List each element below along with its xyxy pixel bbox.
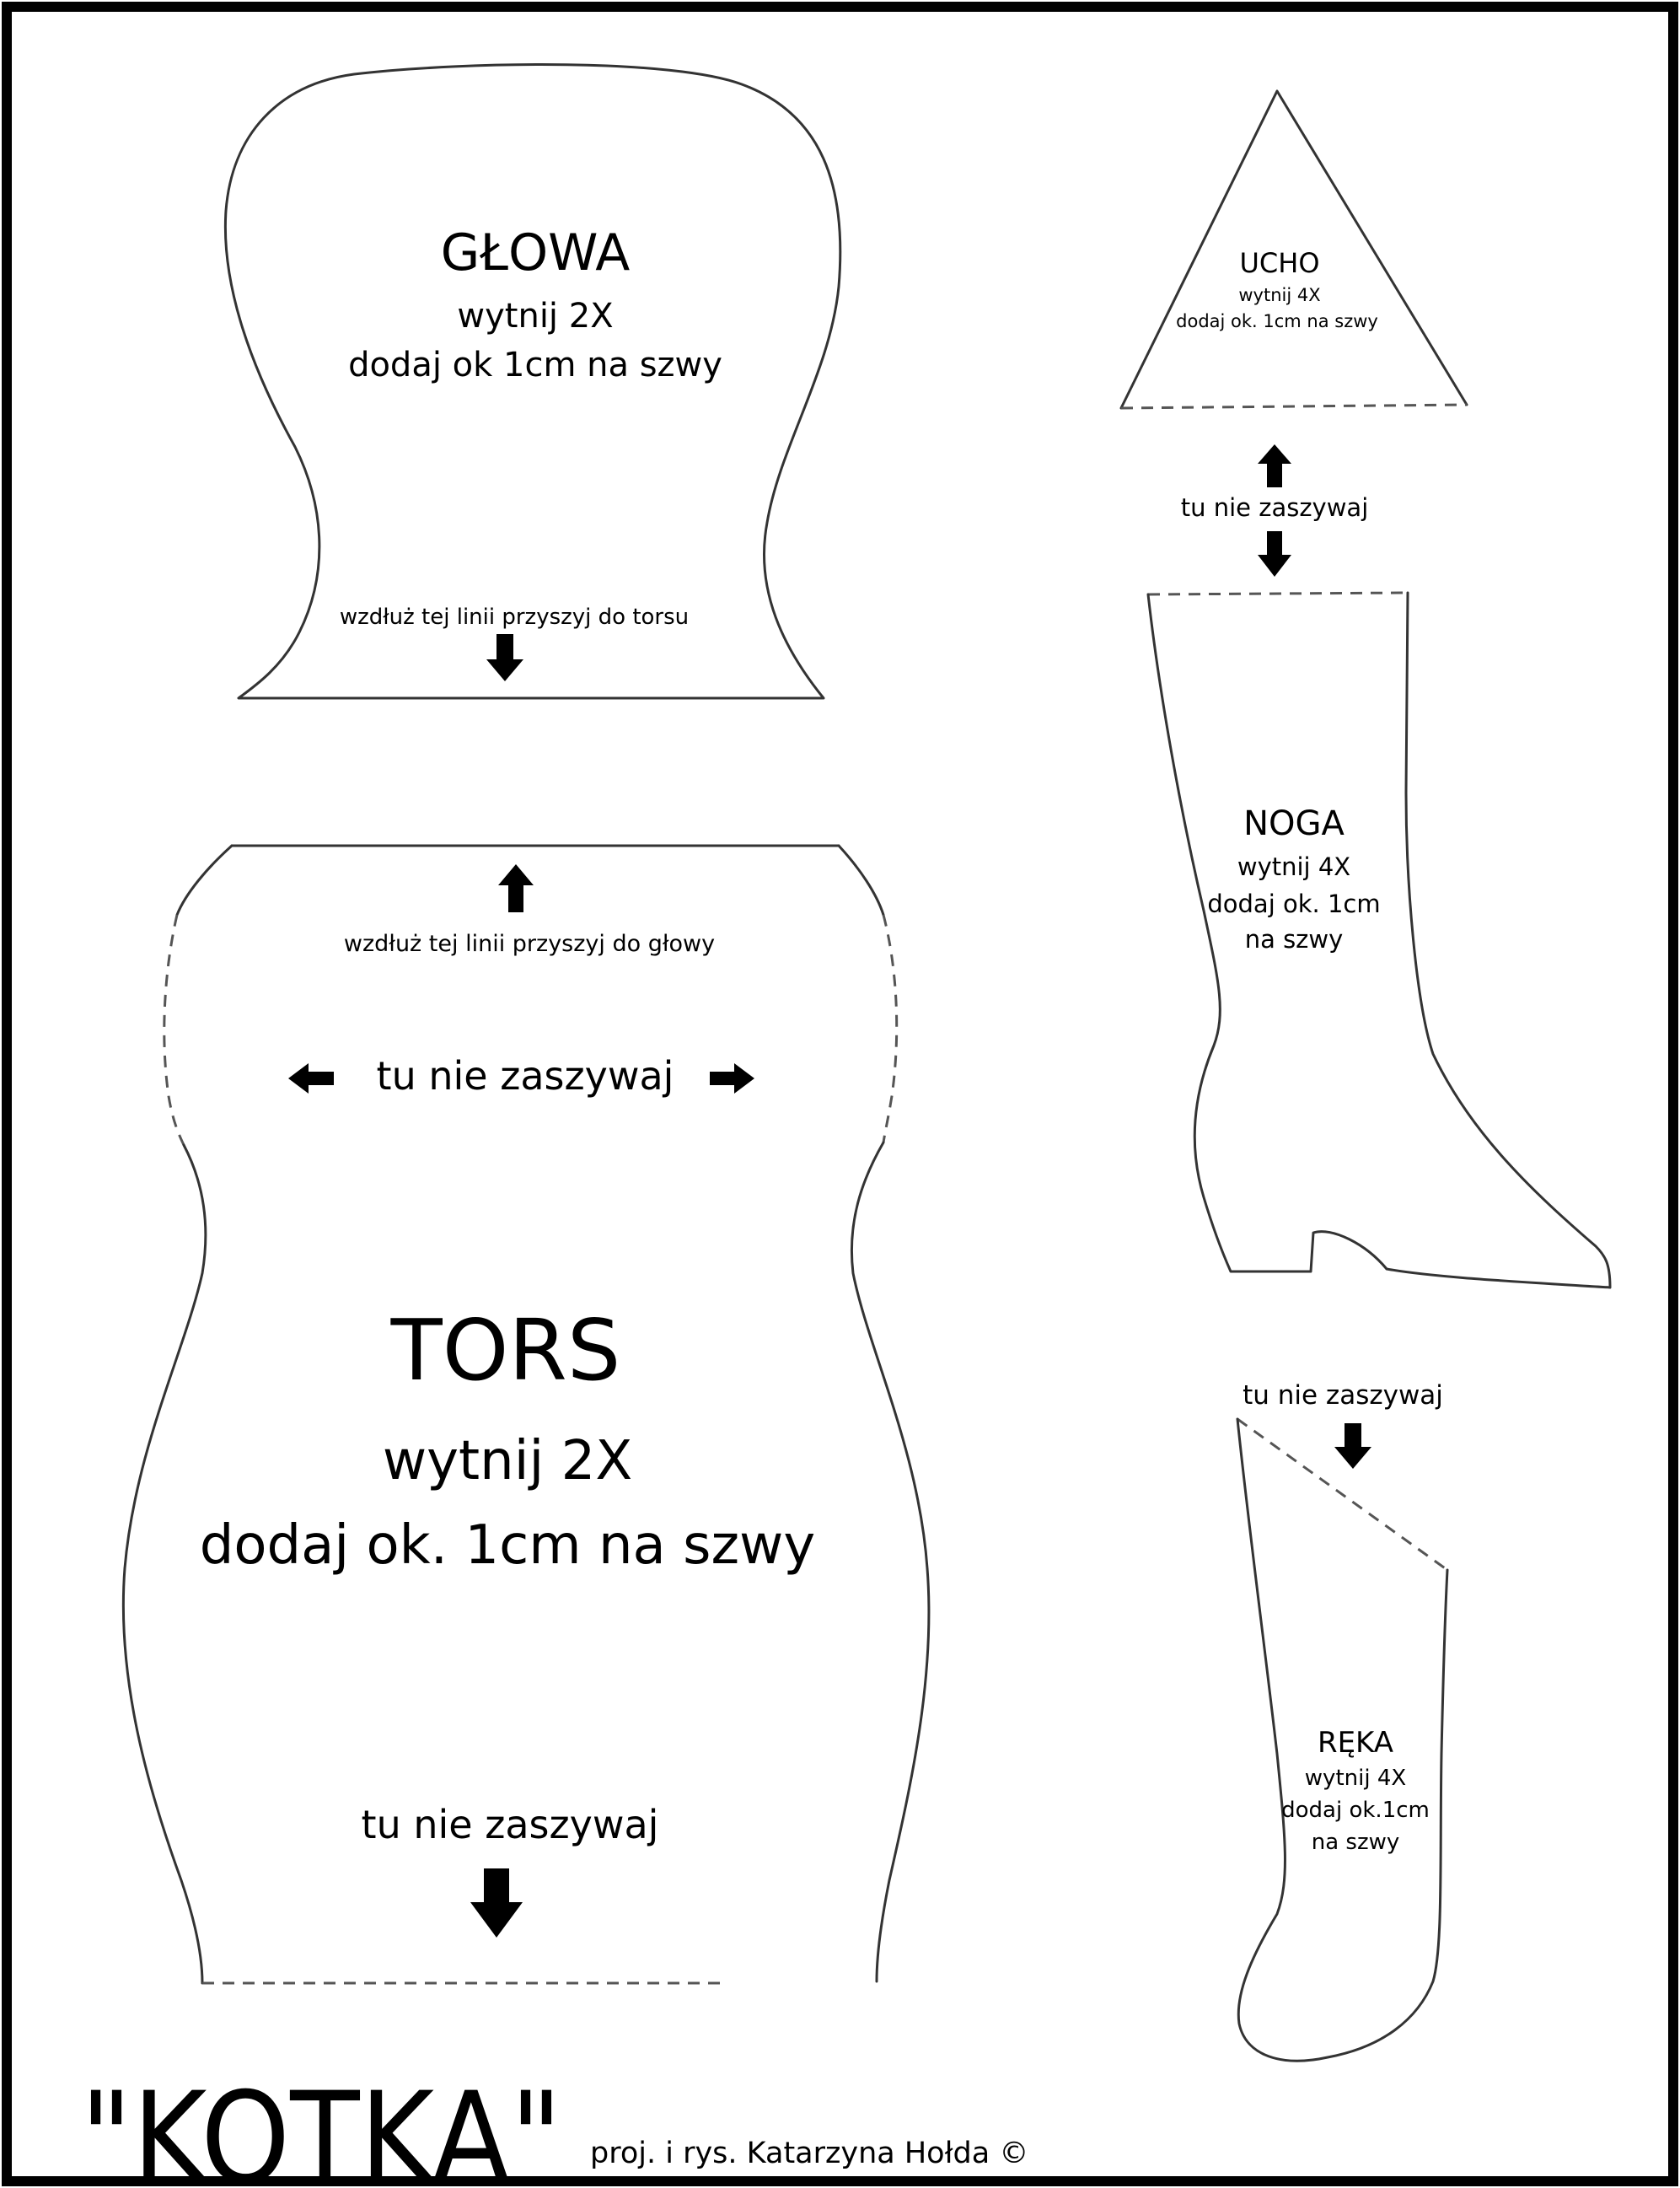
head-outline [223,63,842,700]
torso-side-opening-note: tu nie zaszywaj [377,1053,674,1099]
torso-right-opening [882,914,899,1143]
arm-seam-allowance-line2: na szwy [1312,1830,1400,1855]
pattern-title: "KOTKA" [80,2066,562,2188]
arm-open-edge [1237,1417,1448,1572]
ear-cut-count: wytnij 4X [1238,285,1320,305]
torso-seam-allowance: dodaj ok. 1cm na szwy [200,1514,816,1577]
arm-opening-note: tu nie zaszywaj [1243,1380,1443,1411]
torso-bottom-opening-note: tu nie zaszywaj [362,1802,659,1847]
head-title: GŁOWA [441,223,631,282]
arrow-left-icon [288,1063,334,1094]
leg-seam-allowance-line2: na szwy [1245,925,1344,954]
ear-seam-allowance: dodaj ok. 1cm na szwy [1176,311,1378,331]
arm-outline [1236,1417,1449,2062]
head-seam-allowance: dodaj ok 1cm na szwy [348,346,722,384]
arrow-down-icon [1334,1423,1371,1469]
torso-left-top [175,844,233,917]
arm-title: RĘKA [1318,1726,1393,1760]
arm-seam-allowance-line1: dodaj ok.1cm [1281,1798,1430,1823]
torso-right-side [850,1141,931,1983]
arrow-up-icon [498,864,534,912]
torso-right-top [837,844,885,917]
torso-piece: wzdłuż tej linii przyszyj do głowy tu ni… [121,844,931,1985]
head-cut-count: wytnij 2X [457,297,613,336]
ear-leg-opening-note: tu nie zaszywaj [1181,493,1369,522]
leg-piece: NOGA wytnij 4X dodaj ok. 1cm na szwy [1146,591,1612,1289]
arm-cut-count: wytnij 4X [1305,1766,1406,1791]
leg-outline [1146,591,1612,1289]
leg-cut-count: wytnij 4X [1237,852,1350,881]
ear-title: UCHO [1239,247,1319,279]
leg-seam-allowance-line1: dodaj ok. 1cm [1207,890,1380,918]
head-piece: GŁOWA wytnij 2X dodaj ok 1cm na szwy wzd… [223,63,842,700]
arrow-down-icon [486,634,523,681]
arm-piece: tu nie zaszywaj RĘKA wytnij 4X dodaj ok.… [1236,1380,1449,2062]
ear-outline [1119,89,1468,410]
torso-attach-note: wzdłuż tej linii przyszyj do głowy [344,931,715,957]
torso-left-opening [163,914,185,1146]
arrow-down-icon [470,1868,523,1938]
leg-open-edge [1147,591,1409,596]
ear-piece: UCHO wytnij 4X dodaj ok. 1cm na szwy [1119,89,1468,410]
head-attach-note: wzdłuż tej linii przyszyj do torsu [340,605,689,630]
ear-open-edge [1120,403,1468,410]
leg-title: NOGA [1243,804,1345,843]
arrow-down-icon [1258,531,1291,577]
torso-left-side [121,1143,207,1985]
torso-title: TORS [390,1301,621,1400]
arrow-right-icon [710,1063,754,1094]
torso-cut-count: wytnij 2X [383,1430,632,1492]
designer-credit: proj. i rys. Katarzyna Hołda © [590,2137,1028,2170]
arrow-up-icon [1258,444,1291,487]
